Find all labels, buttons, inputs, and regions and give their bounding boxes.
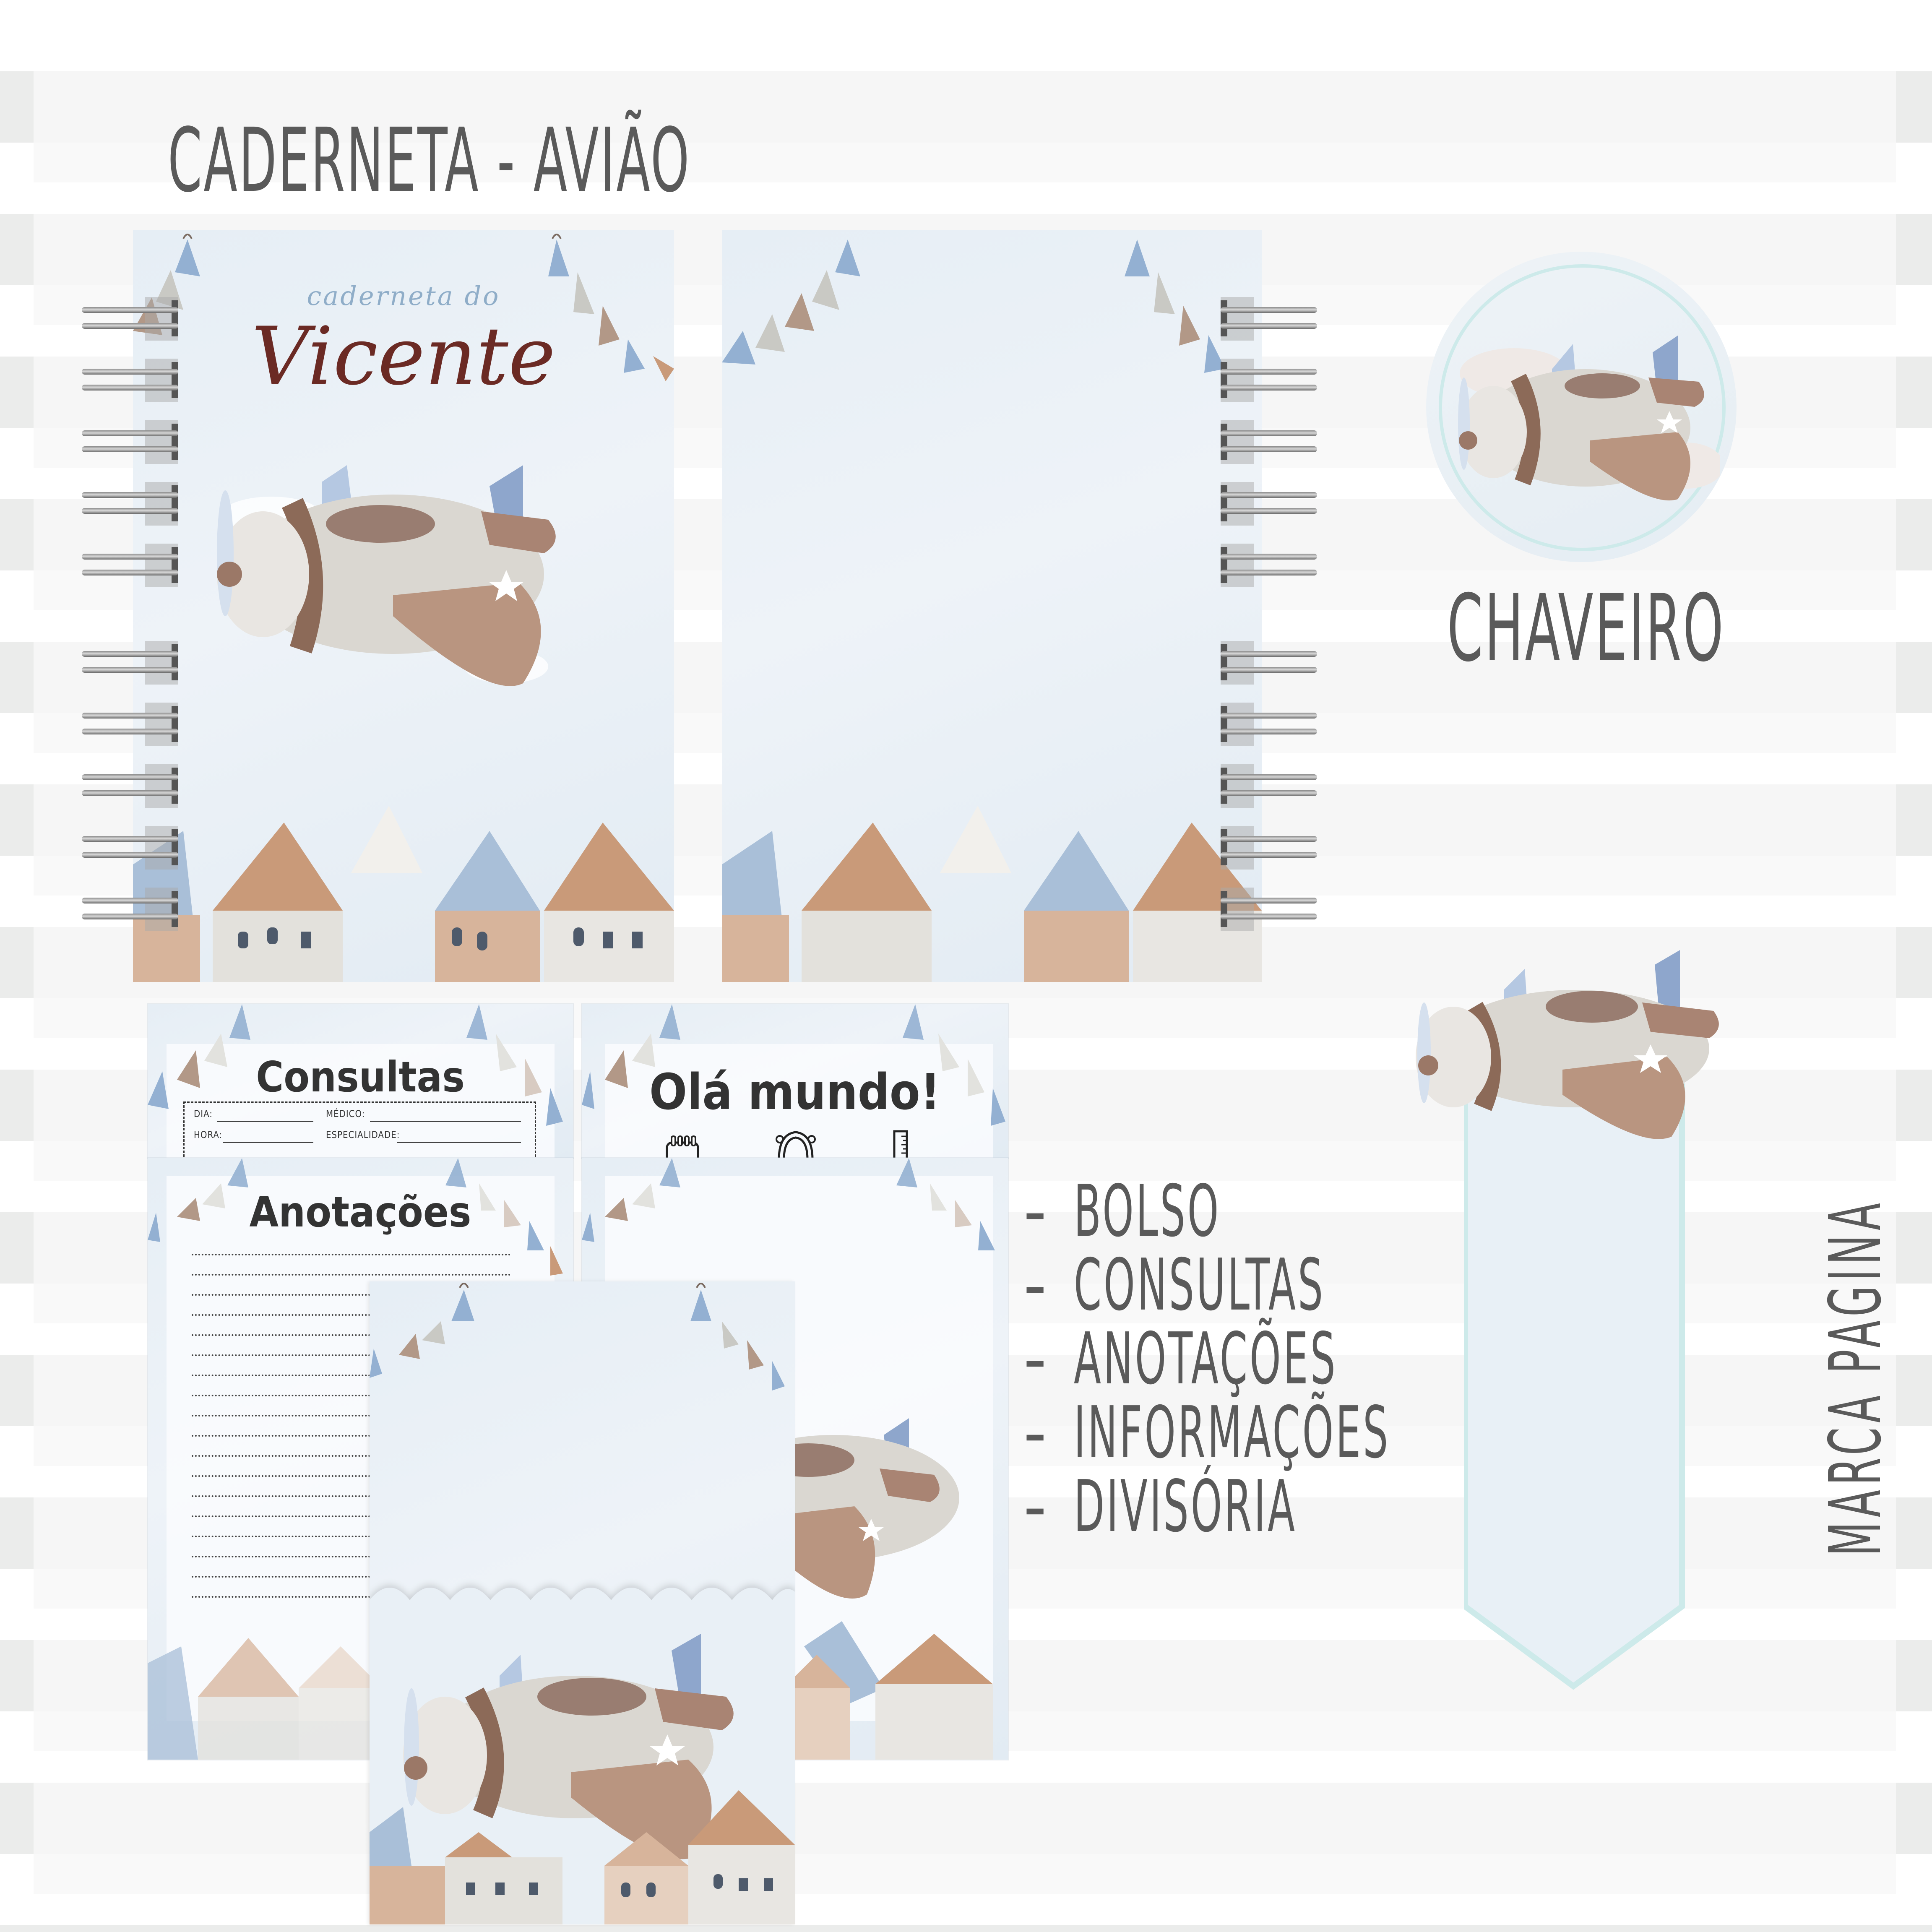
spiral-ring <box>82 641 191 696</box>
spiral-ring <box>82 703 191 758</box>
page-title: CADERNETA - AVIÃO <box>168 109 691 212</box>
bunting-decoration <box>148 1158 563 1276</box>
houses-illustration <box>370 1790 795 1924</box>
field-label-medico: MÉDICO: <box>326 1109 365 1120</box>
airplane-illustration <box>783 1418 959 1599</box>
field-label-dia: DIA: <box>194 1109 213 1120</box>
houses-illustration <box>722 806 1262 982</box>
card-consultas: Consultas DIA: MÉDICO: HORA: ESPECIALIDA… <box>148 1004 573 1158</box>
card-ola-mundo: Olá mundo! <box>582 1004 1008 1158</box>
airplane-illustration <box>403 1634 734 1859</box>
spiral-ring <box>1208 544 1317 599</box>
spiral-ring <box>1208 826 1317 881</box>
feature-item-consultas: -CONSULTAS <box>1023 1244 1325 1327</box>
spiral-ring <box>1208 764 1317 820</box>
spiral-ring <box>1208 641 1317 696</box>
card-title: Anotações <box>249 1187 471 1237</box>
bunting-decoration <box>370 1283 785 1390</box>
feature-item-divisoria: -DIVISÓRIA <box>1023 1465 1297 1548</box>
bunting-decoration <box>582 1004 1005 1126</box>
field-line-especialidade <box>397 1142 521 1143</box>
keychain-ring <box>1439 264 1726 551</box>
card-title: Consultas <box>256 1052 465 1101</box>
field-label-hora: HORA: <box>194 1130 223 1140</box>
cover-subtitle: caderneta do <box>307 281 500 311</box>
feature-list: -BOLSO -CONSULTAS -ANOTAÇÕES -INFORMAÇÕE… <box>1023 1170 1584 1548</box>
ruler-icon <box>893 1130 908 1158</box>
feature-item-bolso: -BOLSO <box>1023 1170 1221 1253</box>
feature-item-anotacoes: -ANOTAÇÕES <box>1023 1318 1338 1401</box>
spiral-ring <box>82 420 191 476</box>
card-title: Olá mundo! <box>649 1063 941 1121</box>
spiral-ring <box>82 544 191 599</box>
houses-illustration <box>133 806 674 982</box>
spiral-ring <box>82 888 191 943</box>
keychain <box>1426 252 1737 562</box>
spiral-ring <box>1208 888 1317 943</box>
field-label-especialidade: ESPECIALIDADE: <box>326 1130 400 1140</box>
keychain-label: CHAVEIRO <box>1447 575 1725 682</box>
field-line-medico <box>370 1121 521 1122</box>
spiral-ring <box>1208 482 1317 537</box>
spiral-ring <box>82 297 191 352</box>
notebook-front-cover: caderneta do Vicente <box>133 230 674 982</box>
spiral-ring <box>1208 297 1317 352</box>
baby-scale-icon <box>776 1131 816 1158</box>
spiral-ring <box>1208 703 1317 758</box>
spiral-ring <box>82 482 191 537</box>
consultas-form-box <box>183 1101 536 1158</box>
feature-item-informacoes: -INFORMAÇÕES <box>1023 1391 1390 1474</box>
spiral-ring <box>82 764 191 820</box>
spiral-ring <box>1208 359 1317 414</box>
card-bolso <box>370 1281 795 1924</box>
spiral-ring <box>82 826 191 881</box>
spiral-ring <box>1208 420 1317 476</box>
bunting-decoration <box>582 1158 995 1250</box>
houses-illustration <box>148 1638 383 1760</box>
field-line-dia <box>217 1121 313 1122</box>
airplane-illustration <box>217 465 556 686</box>
notebook-back-cover <box>722 230 1262 982</box>
bookmark-label: MARCA PAGINA <box>1814 1198 1897 1556</box>
card-panel <box>167 1044 555 1158</box>
cover-name: Vicente <box>251 310 556 403</box>
calendar-icon <box>666 1135 699 1158</box>
bunting-decoration <box>148 1004 563 1126</box>
spiral-ring <box>82 359 191 414</box>
field-line-hora <box>223 1142 313 1143</box>
bookmark-airplane-illustration <box>1416 950 1719 1139</box>
airplane-illustration <box>1458 336 1720 501</box>
bunting-decoration <box>722 240 1225 373</box>
